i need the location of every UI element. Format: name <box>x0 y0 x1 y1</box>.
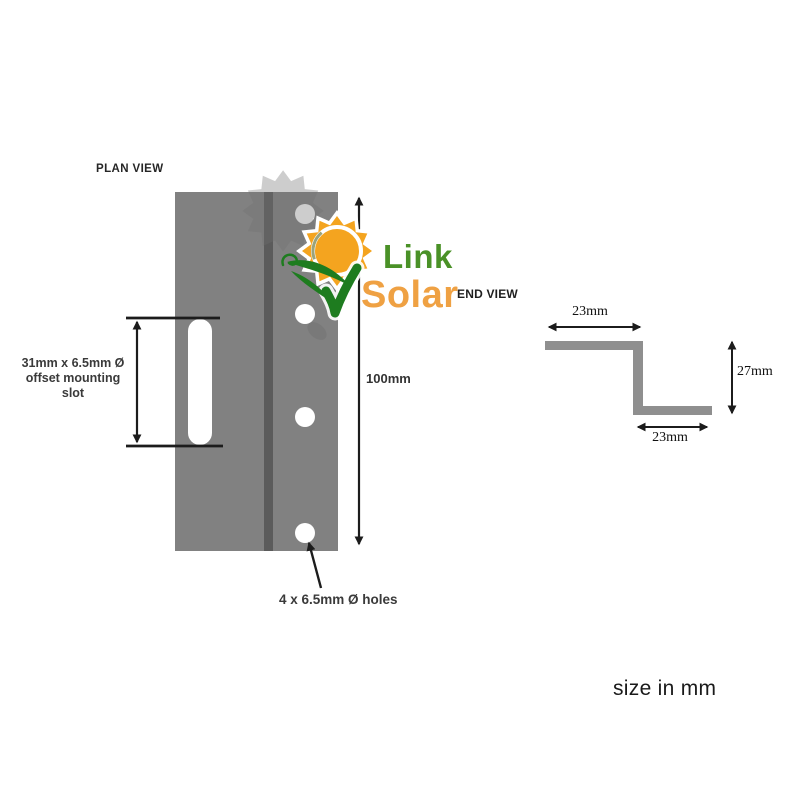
endview-web <box>633 341 643 415</box>
end-dimension-lines <box>547 322 737 432</box>
leaf-icon <box>291 271 333 303</box>
endview-height-dimension-label: 27mm <box>737 364 773 379</box>
linksolar-logo <box>242 170 378 340</box>
slot-dimension-line2: offset mounting slot <box>25 371 121 400</box>
leaf-shadow-icon <box>307 322 327 340</box>
logo-text-solar: Solar <box>361 274 459 316</box>
mounting-hole-2 <box>295 304 315 324</box>
endview-bottom-flange-dimension-label: 23mm <box>652 430 688 445</box>
mounting-hole-3 <box>295 407 315 427</box>
tendril-icon <box>281 253 298 267</box>
logo-text-link: Link <box>383 238 453 275</box>
slot-dimension-line1: 31mm x 6.5mm Ø <box>21 356 125 370</box>
end-view-label: END VIEW <box>457 287 518 301</box>
length-dimension-label: 100mm <box>366 371 411 386</box>
plan-view-label: PLAN VIEW <box>96 163 164 175</box>
endview-top-flange-dimension-label: 23mm <box>572 304 608 319</box>
bracket-bend-line <box>264 192 273 551</box>
mounting-hole-4 <box>295 523 315 543</box>
stem-icon <box>321 263 362 318</box>
endview-top-flange <box>545 341 643 350</box>
units-note: size in mm <box>613 677 717 700</box>
holes-dimension-label: 4 x 6.5mm Ø holes <box>279 592 398 607</box>
offset-mounting-slot <box>188 319 212 445</box>
leaf-icon <box>287 260 350 286</box>
sun-ring-accent <box>311 231 323 260</box>
holes-pointer-arrow <box>306 541 323 589</box>
bracket-end-view <box>545 341 712 415</box>
endview-bottom-flange <box>633 406 712 415</box>
slot-dimension-label: 31mm x 6.5mm Ø offset mounting slot <box>14 356 132 401</box>
